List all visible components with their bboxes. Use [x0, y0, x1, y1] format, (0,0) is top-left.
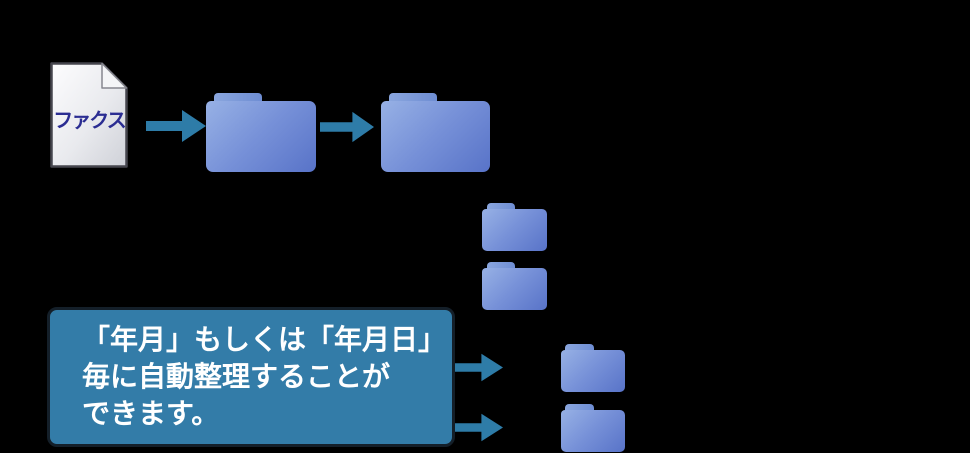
callout-text: 「年月」もしくは「年月日」 毎に自動整理することが できます。 — [50, 310, 452, 432]
arrow-right-icon-3 — [449, 352, 503, 383]
folder-tab — [565, 344, 594, 352]
callout-line-3: できます。 — [82, 398, 220, 429]
arrow-right-icon-1 — [146, 108, 206, 144]
folder-tab — [486, 203, 516, 211]
folder-icon-4 — [482, 262, 547, 310]
folder-icon-5 — [561, 344, 625, 392]
folder-tab — [213, 93, 263, 104]
folder-body — [206, 101, 316, 172]
folder-icon-6 — [561, 404, 625, 452]
folder-icon-2 — [381, 93, 490, 172]
folder-body — [482, 268, 547, 310]
folder-icon-3 — [482, 203, 547, 251]
callout-line-2: 毎に自動整理することが — [82, 361, 391, 392]
callout-box: 「年月」もしくは「年月日」 毎に自動整理することが できます。 — [47, 307, 455, 447]
folder-body — [561, 410, 625, 452]
folder-tab — [565, 404, 594, 412]
folder-body — [561, 350, 625, 392]
fax-document-label: ファクス — [53, 110, 126, 132]
fax-document-icon: ファクス — [50, 62, 128, 168]
arrow-right-icon-2 — [320, 110, 374, 144]
folder-body — [381, 101, 490, 172]
folder-tab — [388, 93, 437, 104]
folder-tab — [486, 262, 516, 270]
document-page-shape — [50, 62, 128, 168]
folder-icon-1 — [206, 93, 316, 172]
arrow-right-icon-4 — [449, 412, 503, 443]
callout-line-1: 「年月」もしくは「年月日」 — [82, 324, 447, 355]
folder-body — [482, 209, 547, 251]
